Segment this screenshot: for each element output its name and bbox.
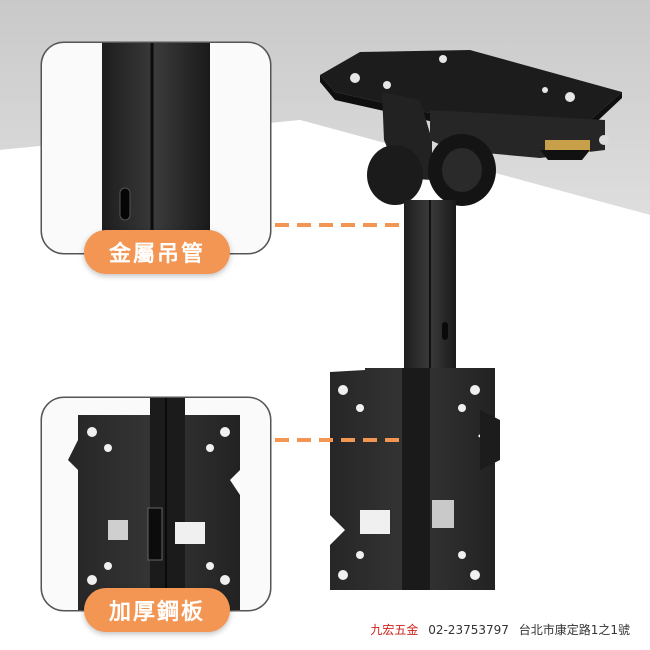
store-footer: 九宏五金 02-23753797 台北市康定路1之1號 — [370, 621, 630, 638]
inset-steel-plate — [40, 396, 272, 612]
store-phone: 02-23753797 — [428, 623, 509, 637]
inset-metal-pole — [40, 41, 272, 255]
store-address: 台北市康定路1之1號 — [518, 623, 630, 637]
steel-plate-label: 加厚鋼板 — [84, 588, 230, 632]
main-pole — [404, 200, 456, 380]
tilt-knob — [367, 134, 496, 206]
store-name: 九宏五金 — [370, 623, 419, 637]
vesa-plate — [330, 368, 500, 590]
metal-pole-label: 金屬吊管 — [84, 230, 230, 274]
